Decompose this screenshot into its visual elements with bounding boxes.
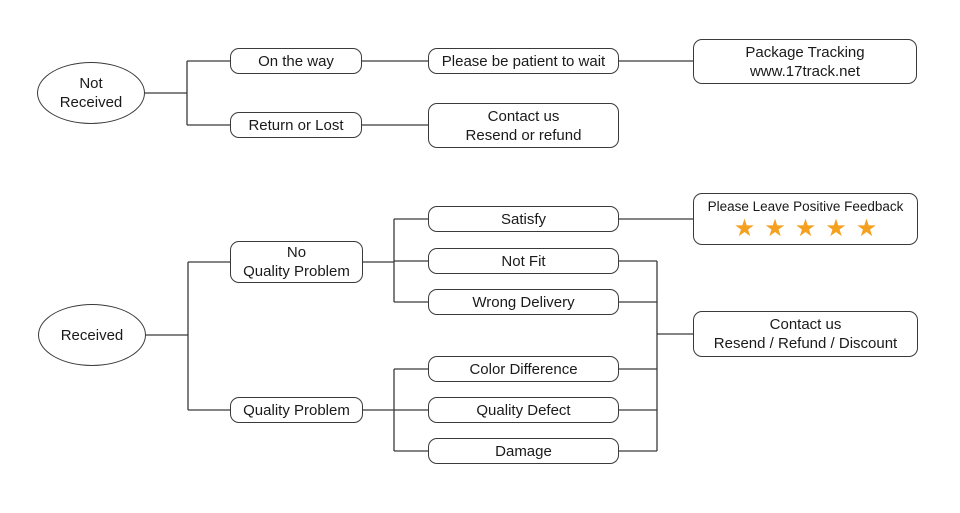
node-positive-feedback: Please Leave Positive Feedback ★★★★★ [693, 193, 918, 245]
five-star-rating-icon: ★★★★★ [733, 214, 887, 242]
node-no-quality-problem: No Quality Problem [230, 241, 363, 283]
node-on-the-way: On the way [230, 48, 362, 74]
node-package-tracking: Package Tracking www.17track.net [693, 39, 917, 84]
node-color-difference: Color Difference [428, 356, 619, 382]
node-contact-resend-refund: Contact us Resend or refund [428, 103, 619, 148]
feedback-title: Please Leave Positive Feedback [707, 198, 904, 214]
node-satisfy: Satisfy [428, 206, 619, 232]
node-please-be-patient: Please be patient to wait [428, 48, 619, 74]
node-damage: Damage [428, 438, 619, 464]
node-quality-defect: Quality Defect [428, 397, 619, 423]
node-wrong-delivery: Wrong Delivery [428, 289, 619, 315]
node-received: Received [38, 304, 146, 366]
node-quality-problem: Quality Problem [230, 397, 363, 423]
node-not-received: Not Received [37, 62, 145, 124]
node-not-fit: Not Fit [428, 248, 619, 274]
node-return-or-lost: Return or Lost [230, 112, 362, 138]
node-contact-resend-refund-discount: Contact us Resend / Refund / Discount [693, 311, 918, 357]
